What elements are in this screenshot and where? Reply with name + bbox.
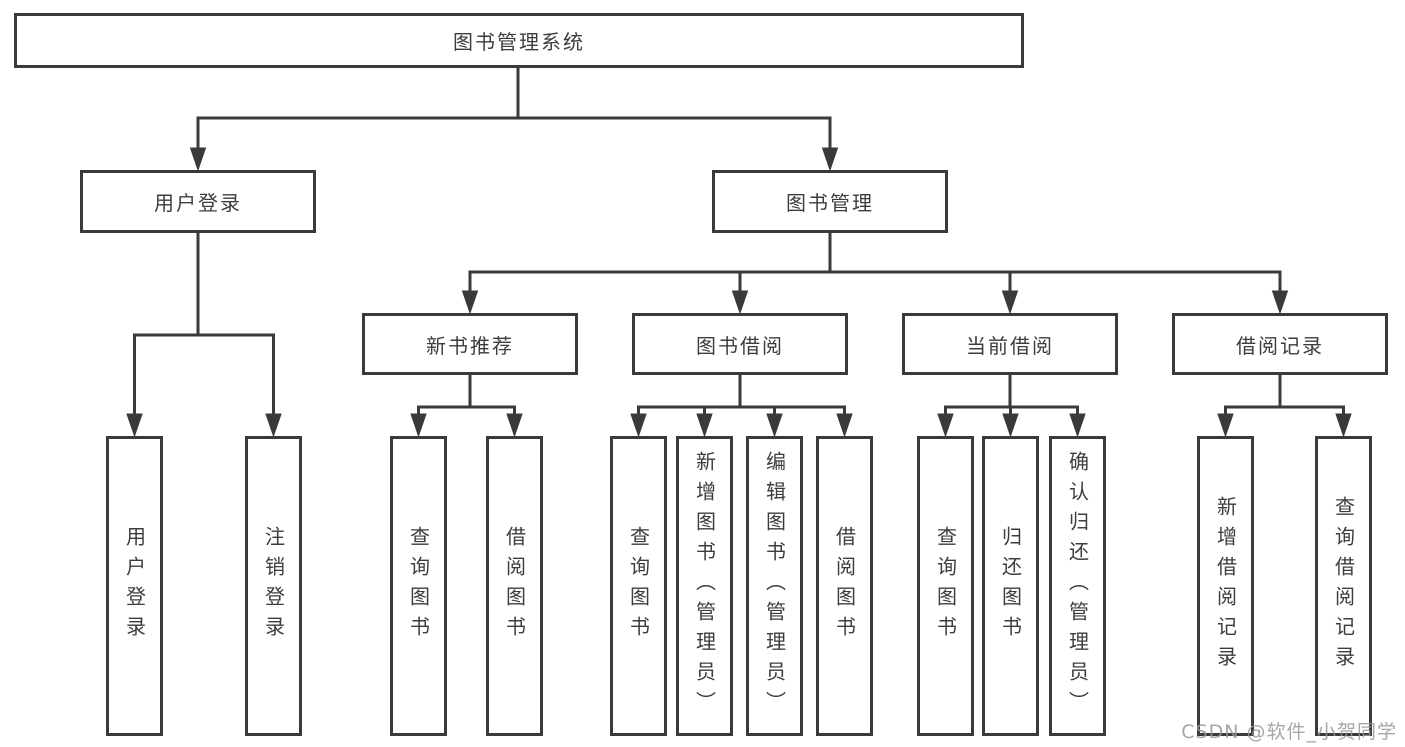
- connector-bookmgmt-to-level3: [461, 233, 1289, 315]
- node-label: 图书管理: [786, 191, 874, 215]
- node-label: 查询图书: [933, 526, 958, 646]
- connector-newbook-to-leaves: [410, 375, 523, 438]
- node-label: 编辑图书（管理员）: [762, 451, 787, 721]
- node-label: 用户登录: [122, 526, 147, 646]
- node-label: 借阅图书: [832, 526, 857, 646]
- leaf-user-login: 用户登录: [106, 436, 163, 736]
- node-label: 图书管理系统: [453, 30, 585, 54]
- node-label: 查询图书: [406, 526, 431, 646]
- leaf-add-borrow-record: 新增借阅记录: [1197, 436, 1254, 736]
- node-label: 查询图书: [626, 526, 651, 646]
- node-label: 借阅图书: [502, 526, 527, 646]
- node-current-borrow: 当前借阅: [902, 313, 1118, 375]
- leaf-confirm-return-admin: 确认归还（管理员）: [1049, 436, 1106, 736]
- node-label: 当前借阅: [966, 333, 1054, 358]
- node-label: 归还图书: [998, 526, 1023, 646]
- leaf-borrow-books-recommend: 借阅图书: [486, 436, 543, 736]
- leaf-query-books-recommend: 查询图书: [390, 436, 447, 736]
- leaf-add-book-admin: 新增图书（管理员）: [676, 436, 733, 736]
- node-label: 新书推荐: [426, 333, 514, 358]
- node-label: 新增借阅记录: [1213, 496, 1238, 676]
- node-label: 确认归还（管理员）: [1065, 451, 1090, 721]
- node-label: 借阅记录: [1236, 333, 1324, 358]
- connector-borrow-to-leaves: [630, 375, 853, 438]
- node-label: 新增图书（管理员）: [692, 451, 717, 721]
- connector-root-to-level2: [189, 68, 839, 172]
- leaf-edit-book-admin: 编辑图书（管理员）: [746, 436, 803, 736]
- node-library-system: 图书管理系统: [14, 13, 1024, 68]
- node-book-borrow: 图书借阅: [632, 313, 848, 375]
- connector-current-to-leaves: [937, 375, 1086, 438]
- leaf-logout: 注销登录: [245, 436, 302, 736]
- leaf-query-borrow-record: 查询借阅记录: [1315, 436, 1372, 736]
- connector-userlogin-to-leaves: [126, 233, 282, 438]
- node-book-management: 图书管理: [712, 170, 948, 233]
- node-label: 用户登录: [154, 191, 242, 215]
- leaf-borrow-books: 借阅图书: [816, 436, 873, 736]
- node-label: 注销登录: [261, 526, 286, 646]
- node-borrow-records: 借阅记录: [1172, 313, 1388, 375]
- node-label: 图书借阅: [696, 333, 784, 358]
- leaf-query-books-borrow: 查询图书: [610, 436, 667, 736]
- node-label: 查询借阅记录: [1331, 496, 1356, 676]
- node-new-book-recommend: 新书推荐: [362, 313, 578, 375]
- leaf-return-book: 归还图书: [982, 436, 1039, 736]
- connector-records-to-leaves: [1217, 375, 1352, 438]
- node-user-login: 用户登录: [80, 170, 316, 233]
- leaf-query-books-current: 查询图书: [917, 436, 974, 736]
